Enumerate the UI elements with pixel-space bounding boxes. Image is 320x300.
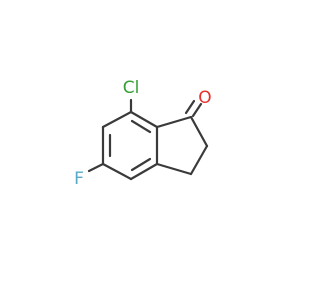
bond-c5-f	[87, 162, 105, 173]
bond-c7-c7a	[129, 110, 159, 129]
ring-bonds	[101, 110, 209, 181]
bond-c7a-c1	[155, 115, 193, 129]
bond-c4-c5	[101, 162, 133, 181]
oxygen-label: O	[198, 88, 211, 108]
double-bond-c7-c7a-inner	[130, 119, 152, 134]
bond-c3-c3a	[155, 162, 193, 176]
chlorine-label: Cl	[123, 78, 140, 98]
bond-c3a-c4	[129, 162, 159, 181]
bond-c2-c3	[189, 144, 209, 176]
double-bond-c3a-c4-inner	[130, 157, 152, 172]
atom-labels: Cl O F	[74, 78, 212, 189]
fluorine-label: F	[74, 169, 84, 189]
bond-c6-c7	[101, 110, 133, 129]
substituent-bonds	[87, 98, 203, 173]
carbonyl-bond-outer	[191, 102, 203, 118]
molecule-structure: Cl O F	[74, 78, 212, 189]
carbonyl-bond-inner	[184, 99, 196, 115]
bond-c1-c2	[189, 115, 209, 148]
